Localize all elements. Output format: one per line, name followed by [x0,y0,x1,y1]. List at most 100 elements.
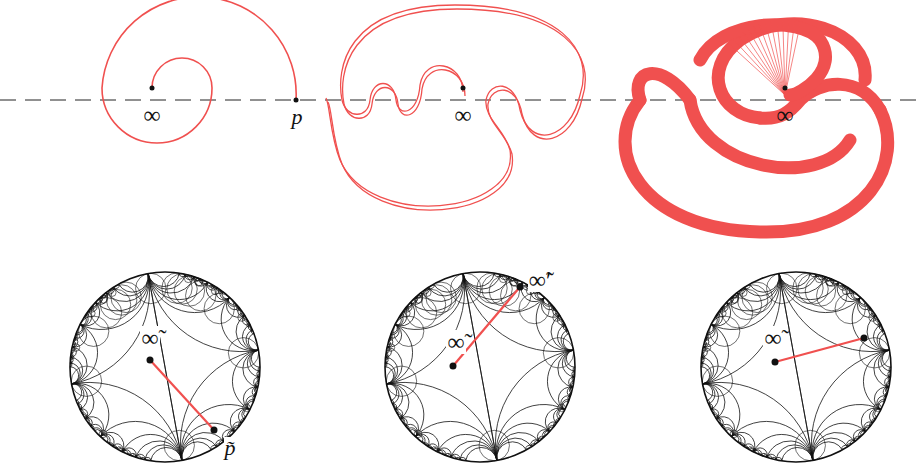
geodesic [421,274,463,302]
geodesic [860,297,867,304]
geodesic [391,400,394,404]
geodesic [889,377,891,380]
geodesic [240,311,244,316]
geodesic [838,282,848,290]
geodesic [122,448,136,458]
geodesic [749,448,754,452]
point [861,335,868,342]
geodesic [859,431,866,438]
horocycle [415,289,445,319]
geodesic [570,381,574,387]
geodesic [731,435,738,442]
geodesic [241,419,245,423]
math-label: p̃ [224,437,237,459]
geodesic [737,274,779,302]
geodesic [246,330,258,350]
geodesic [433,448,438,452]
geodesic [879,333,889,350]
geodesic [76,324,83,334]
geodesic [428,274,463,296]
geodesic [570,387,572,391]
geodesic [387,384,397,401]
geodesic [78,404,82,410]
geodesic [737,289,741,293]
geodesic [572,377,574,381]
geodesic [238,423,241,427]
geodesic [206,282,230,302]
geodesic [573,377,575,380]
geodesic [145,445,182,461]
geodesic [72,384,88,410]
point [450,363,457,370]
geodesic [562,400,569,410]
geodesic [545,408,565,432]
geodesic [118,448,123,452]
geodesic [857,297,875,317]
geodesic [387,384,403,410]
geodesic [106,287,114,294]
geodesic [701,357,704,363]
geodesic [744,284,750,289]
geodesic [556,419,560,423]
geodesic [466,447,497,460]
geodesic [761,453,767,457]
geodesic [543,431,550,438]
geodesic [179,273,185,277]
geodesic [385,357,387,360]
geodesic [842,445,848,450]
geodesic [543,297,552,306]
red-fan [765,23,785,95]
geodesic [731,432,755,452]
geodesic [387,341,390,346]
geodesic [238,409,249,423]
horocycle [731,289,761,319]
geodesic [731,421,813,460]
geodesic [456,457,460,459]
geodesic [70,357,73,363]
geodesic [113,284,119,289]
geodesic [385,367,394,384]
geodesic [72,324,86,346]
geodesic [779,274,816,290]
geodesic [812,423,865,460]
point [783,86,788,91]
geodesic [703,384,713,401]
geodesic [701,357,703,360]
geodesic [385,363,395,384]
geodesic [776,457,782,461]
geodesic [702,347,706,353]
geodesic [410,292,422,304]
point [294,98,299,103]
geodesic [541,297,559,317]
geodesic [720,424,722,426]
red-segment [775,338,864,362]
geodesic [194,277,198,280]
geodesic [563,333,573,350]
geodesic [106,274,148,302]
geodesic [385,363,387,367]
geodesic [200,279,208,285]
geodesic [882,350,891,367]
geodesic [573,367,575,371]
math-label: ∞ [142,103,161,127]
geodesic [72,384,82,401]
geodesic [703,343,705,347]
geodesic [408,428,417,437]
geodesic [837,282,861,302]
geodesic [703,324,717,346]
geodesic [711,409,714,413]
dashed-line [0,100,921,101]
geodesic [258,367,260,371]
geodesic [553,423,556,427]
geodesic [572,371,575,377]
geodesic [878,400,885,410]
geodesic [255,387,257,391]
geodesic [869,423,872,427]
geodesic [248,333,258,350]
geodesic [91,302,97,308]
geodesic [242,409,250,419]
geodesic [445,453,451,457]
geodesic [248,402,254,410]
geodesic [403,302,412,312]
